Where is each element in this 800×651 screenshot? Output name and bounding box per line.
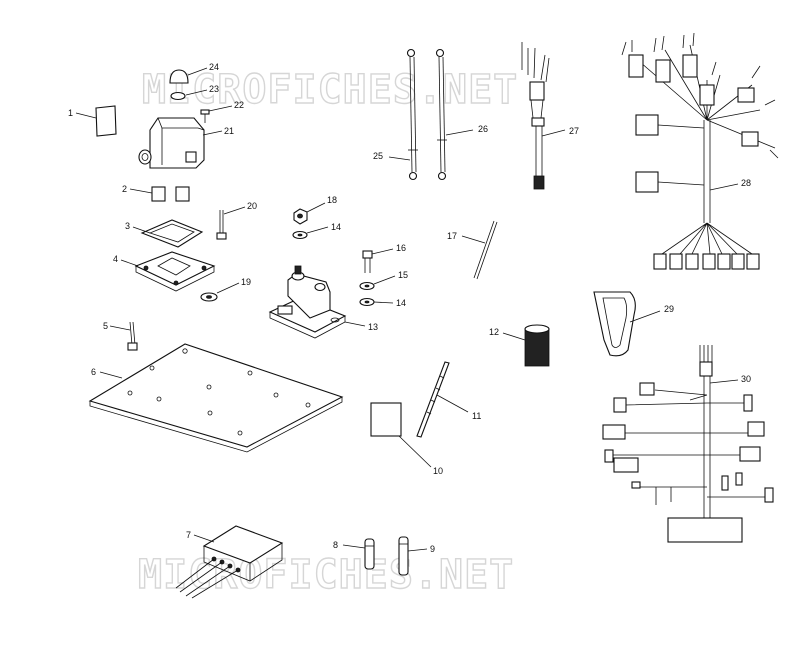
part-18-nut [293,202,326,225]
callout-30: 30 [741,374,751,384]
part-28-harness [621,32,779,270]
callout-21: 21 [224,126,234,136]
part-27-bundle [521,42,566,190]
part-6-plate [88,343,344,453]
callout-22: 22 [234,100,244,110]
callout-1: 1 [68,108,73,118]
callout-7: 7 [186,530,191,540]
part-22-screw [200,105,233,123]
part-13-solenoid [268,265,366,339]
callout-15: 15 [398,270,408,280]
callout-14-a: 14 [331,222,341,232]
part-24-cap [169,67,208,84]
callout-2: 2 [122,184,127,194]
part-12-spool [502,324,550,367]
part-14-washer-a [292,226,329,240]
part-25-cable [388,48,418,181]
part-17-rod [461,220,498,280]
callout-25: 25 [373,151,383,161]
callout-27: 27 [569,126,579,136]
part-16-bolt [362,248,394,273]
callout-28: 28 [741,178,751,188]
callout-5: 5 [103,321,108,331]
part-21-cover [138,117,223,169]
callout-3: 3 [125,221,130,231]
part-11-strap [416,361,469,438]
callout-9: 9 [430,544,435,554]
part-23-ring [170,89,208,101]
callout-10: 10 [433,466,443,476]
part-10-card [370,402,432,468]
callout-29: 29 [664,304,674,314]
part-3-gasket [132,219,204,248]
callout-8: 8 [333,540,338,550]
callout-14-b: 14 [396,298,406,308]
callout-13: 13 [368,322,378,332]
part-29-seal [593,291,661,357]
part-19-washer [200,282,240,302]
callout-23: 23 [209,84,219,94]
part-5-bolt [109,321,138,351]
callout-24: 24 [209,62,219,72]
callout-26: 26 [478,124,488,134]
callout-12: 12 [489,327,499,337]
part-1-decal [75,105,117,137]
watermark-bottom: MICROFICHES.NET [138,552,514,598]
part-7-module [175,525,284,599]
part-8-fuse [342,538,375,570]
part-14-washer-b [359,297,394,307]
part-4-base [120,251,216,292]
callout-17: 17 [447,231,457,241]
part-20-bolt [216,206,246,240]
watermark-top: MICROFICHES.NET [142,67,518,113]
part-2-blocks [129,186,190,202]
callout-20: 20 [247,201,257,211]
callout-6: 6 [91,367,96,377]
callout-4: 4 [113,254,118,264]
callout-18: 18 [327,195,337,205]
part-9-fuse [398,536,428,576]
part-26-cable [435,48,474,181]
callout-16: 16 [396,243,406,253]
part-15-washer [359,275,396,291]
callout-19: 19 [241,277,251,287]
part-30-harness [602,345,774,543]
callout-11: 11 [472,411,481,421]
